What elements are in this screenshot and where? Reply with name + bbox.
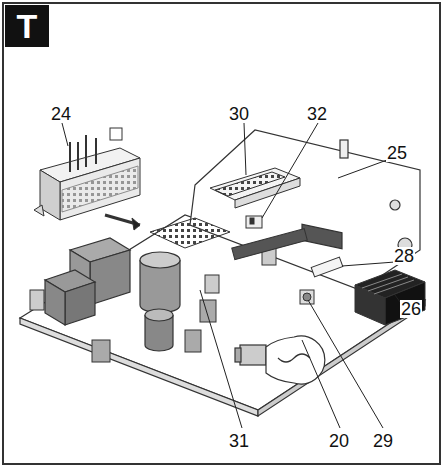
dip-switch-part [235,178,300,208]
terminal-block-24-part [34,205,44,216]
daughter-board-part [190,130,420,290]
lamp-20-part [266,336,325,384]
terminal-block-24-part [132,218,140,230]
callout-number: 28 [393,247,415,265]
terminal-block-24-part [110,128,122,140]
capacitors-part [145,309,173,321]
daughter-board-part [302,224,342,249]
relay-block-26-part [355,285,385,325]
transformer [45,238,130,325]
capacitors [140,252,180,351]
main-board-part [20,318,258,416]
lamp-20-part [240,345,266,365]
terminal-block-24-part [70,135,96,172]
jumper-32-part [250,218,254,224]
jumper-32-part [246,216,262,228]
leader-lines-part [62,123,68,146]
leader-lines-part [200,290,242,428]
relay-block-26 [355,270,425,325]
callout-number: 20 [328,432,350,450]
leader-lines [62,123,400,428]
callout-number: 29 [372,432,394,450]
dip-switch [210,168,300,208]
regulators-part [200,300,216,322]
capacitors-part [140,252,180,268]
leader-lines-part [262,123,318,218]
fuse-28-part [311,257,343,277]
connector-pins-31-part [150,218,230,248]
terminal-block-24-part [60,158,140,220]
callout-number: 24 [50,105,72,123]
fuse-28 [300,257,343,304]
frame [3,3,440,464]
leader-lines-part [342,262,395,266]
regulators-part [185,330,201,352]
callout-number: 32 [306,105,328,123]
lamp-20-part [235,348,241,362]
callout-number: 31 [228,432,250,450]
regulators-part [92,340,110,362]
terminal-block-24-part [62,166,138,212]
lamp-20 [235,336,325,384]
connector-pins-31 [150,218,230,248]
figure-letter: T [5,5,49,47]
leader-lines-part [338,160,387,178]
terminal-block-24 [34,128,140,230]
callout-number: 30 [228,105,250,123]
fuse-28-part [303,293,311,301]
leader-lines-part [302,340,340,428]
regulators [30,229,307,362]
lamp-20-part [278,354,310,362]
jumper-32 [246,216,262,228]
callout-number: 25 [386,144,408,162]
leader-lines-part [308,300,383,428]
transformer-part [45,280,65,325]
callout-number: 26 [400,300,422,318]
regulators-part [30,290,44,310]
daughter-board-part [390,200,400,210]
transformer-part [65,282,95,325]
transformer-part [90,250,130,305]
daughter-board [190,130,420,290]
daughter-board-part [340,140,348,158]
relay-block-26-part [362,274,414,294]
fuse-28-part [300,290,314,304]
leader-lines-part [244,123,246,175]
regulators-part [232,229,308,260]
regulators-part [205,275,219,293]
